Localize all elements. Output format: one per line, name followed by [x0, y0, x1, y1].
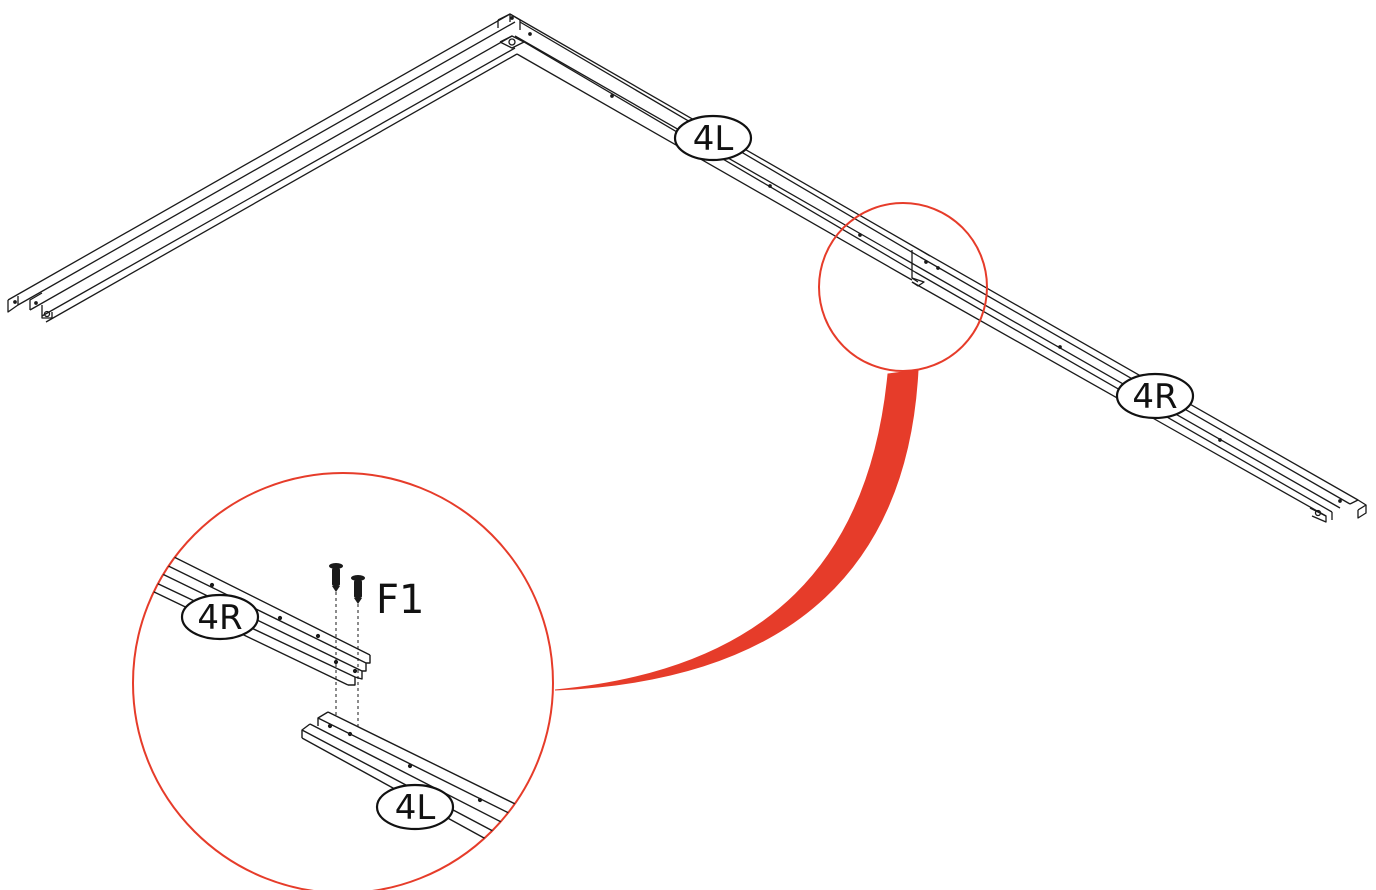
screw-icon: [329, 563, 343, 592]
label-4r-detail: 4R: [180, 593, 260, 641]
frame-assembly: [7, 13, 1367, 523]
alignment-lines: [335, 592, 359, 730]
label-4r-detail-text: 4R: [197, 598, 242, 638]
callout-connector: [554, 202, 988, 691]
detail-circle: [132, 472, 554, 890]
label-4r-main: 4R: [1115, 372, 1195, 420]
detail-view: 4R 4L F1: [132, 472, 554, 890]
label-4l-detail: 4L: [375, 783, 455, 831]
fastener-label: F1: [376, 577, 424, 623]
screw-icon: [351, 575, 365, 604]
label-4l-main: 4L: [673, 114, 753, 162]
callout-source-circle: [818, 202, 988, 372]
callout-band: [554, 369, 919, 691]
label-4l-detail-text: 4L: [395, 788, 436, 828]
left-arm-rail: [7, 13, 518, 323]
label-4l-main-text: 4L: [693, 119, 734, 159]
label-4r-main-text: 4R: [1132, 377, 1177, 417]
